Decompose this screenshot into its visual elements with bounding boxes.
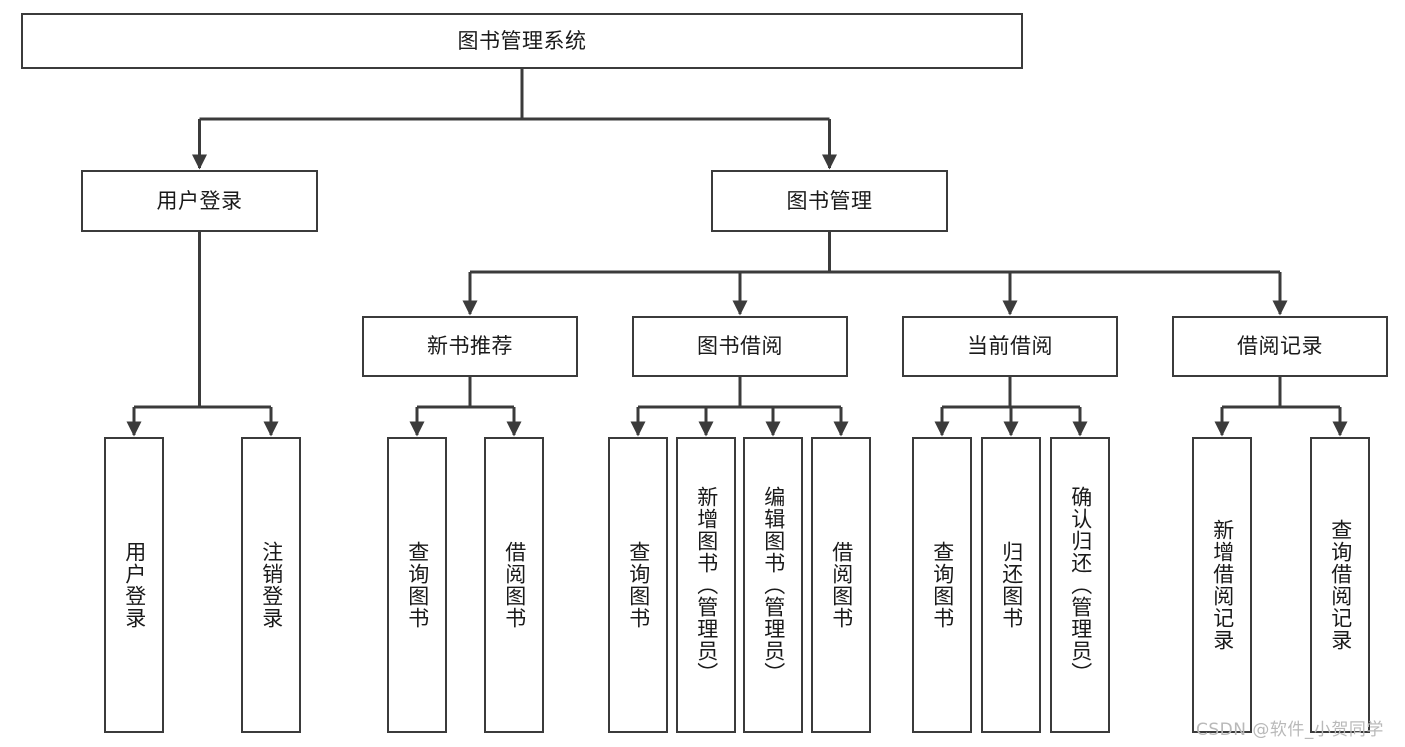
node-label: 借阅记录 (1237, 334, 1323, 359)
node-label: 新书推荐 (427, 334, 513, 359)
node-label: 图书借阅 (697, 334, 783, 359)
node-label: 新增图书（管理员） (694, 486, 719, 684)
node-book-manage[interactable]: 图书管理 (711, 170, 948, 232)
node-leaf-borrow-book-2[interactable]: 借阅图书 (811, 437, 871, 733)
node-label: 查询图书 (930, 541, 955, 629)
watermark-text: CSDN @软件_小贺同学 (1196, 720, 1384, 740)
node-label: 图书管理 (786, 188, 873, 213)
node-leaf-query-record[interactable]: 查询借阅记录 (1310, 437, 1370, 733)
node-label: 用户登录 (156, 188, 243, 213)
node-label: 借阅图书 (502, 541, 527, 629)
node-leaf-add-record[interactable]: 新增借阅记录 (1192, 437, 1252, 733)
node-leaf-edit-book[interactable]: 编辑图书（管理员） (743, 437, 803, 733)
node-leaf-return-book[interactable]: 归还图书 (981, 437, 1041, 733)
node-label: 注销登录 (259, 541, 284, 629)
node-user-login[interactable]: 用户登录 (81, 170, 318, 232)
node-leaf-borrow-book-1[interactable]: 借阅图书 (484, 437, 544, 733)
node-label: 确认归还（管理员） (1068, 486, 1093, 684)
node-new-book-recommend[interactable]: 新书推荐 (362, 316, 578, 377)
node-leaf-query-book-2[interactable]: 查询图书 (608, 437, 668, 733)
node-root[interactable]: 图书管理系统 (21, 13, 1023, 69)
node-label: 借阅图书 (829, 541, 854, 629)
node-label: 编辑图书（管理员） (761, 486, 786, 684)
node-label: 当前借阅 (967, 334, 1053, 359)
node-leaf-confirm-return[interactable]: 确认归还（管理员） (1050, 437, 1110, 733)
node-label: 新增借阅记录 (1210, 519, 1235, 651)
node-label: 查询图书 (405, 541, 430, 629)
node-leaf-user-logout[interactable]: 注销登录 (241, 437, 301, 733)
node-book-borrow[interactable]: 图书借阅 (632, 316, 848, 377)
node-label: 图书管理系统 (457, 28, 587, 53)
node-leaf-add-book[interactable]: 新增图书（管理员） (676, 437, 736, 733)
node-borrow-record[interactable]: 借阅记录 (1172, 316, 1388, 377)
node-label: 用户登录 (122, 541, 147, 629)
node-label: 归还图书 (999, 541, 1024, 629)
node-leaf-query-book-1[interactable]: 查询图书 (387, 437, 447, 733)
node-label: 查询图书 (626, 541, 651, 629)
node-leaf-query-book-3[interactable]: 查询图书 (912, 437, 972, 733)
node-label: 查询借阅记录 (1328, 519, 1353, 651)
node-leaf-user-login[interactable]: 用户登录 (104, 437, 164, 733)
node-current-borrow[interactable]: 当前借阅 (902, 316, 1118, 377)
